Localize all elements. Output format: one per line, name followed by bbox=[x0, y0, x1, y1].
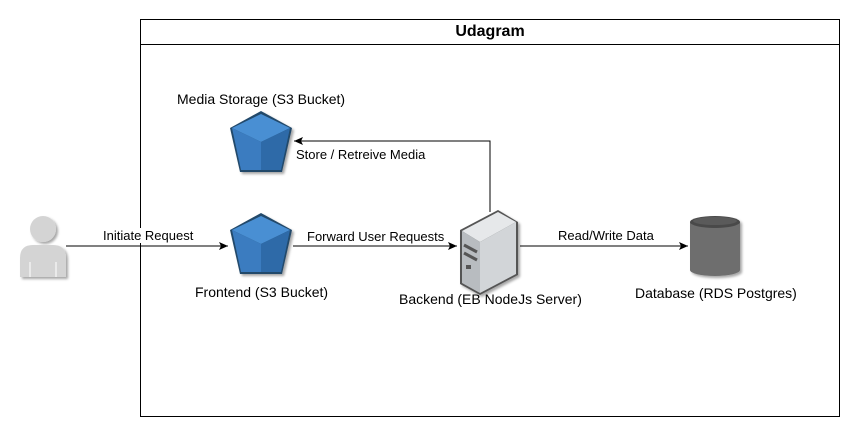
user-icon bbox=[20, 216, 66, 277]
node-label-database: Database (RDS Postgres) bbox=[635, 285, 797, 301]
node-label-backend: Backend (EB NodeJs Server) bbox=[399, 291, 582, 307]
database-icon bbox=[690, 216, 740, 276]
edge-label-forward-user-requests: Forward User Requests bbox=[307, 229, 445, 244]
node-label-media-storage: Media Storage (S3 Bucket) bbox=[177, 91, 346, 107]
backend-server-icon bbox=[460, 210, 518, 295]
media-storage-bucket-icon bbox=[230, 111, 292, 172]
edge-store-retreive-media bbox=[294, 137, 491, 212]
edge-label-initiate-request: Initiate Request bbox=[103, 228, 194, 243]
edge-label-read-write-data: Read/Write Data bbox=[558, 228, 654, 243]
frontend-bucket-icon bbox=[230, 213, 292, 274]
edge-label-store-retreive-media: Store / Retreive Media bbox=[296, 147, 426, 162]
frame-title: Udagram bbox=[141, 20, 839, 45]
node-label-frontend: Frontend (S3 Bucket) bbox=[195, 284, 329, 300]
